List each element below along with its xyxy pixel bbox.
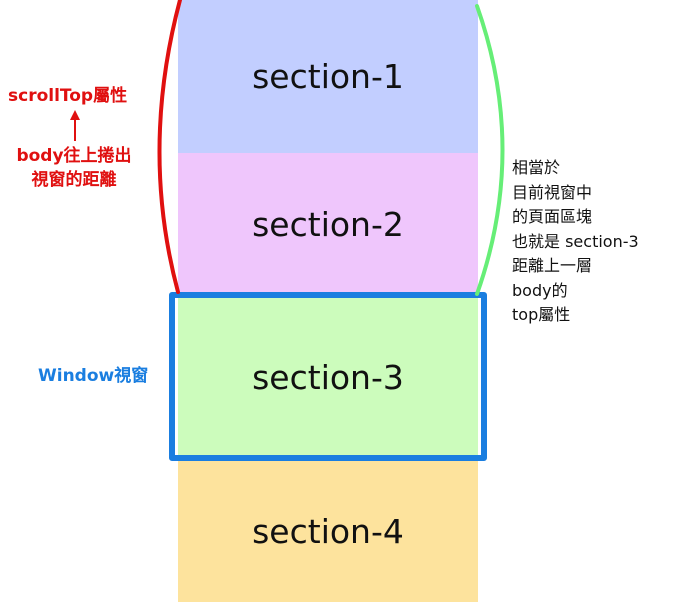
explanation-line: 也就是 section-3	[512, 231, 639, 251]
section-4-label: section-4	[252, 511, 404, 551]
body-scroll-distance-label: body往上捲出 視窗的距離	[8, 144, 140, 192]
explanation-line: 相當於	[512, 158, 561, 177]
scrolltop-label: scrollTop屬性	[8, 86, 128, 106]
section-2-label: section-2	[252, 204, 404, 244]
explanation-line: top屬性	[512, 305, 571, 324]
section-3-label: section-3	[252, 358, 404, 397]
window-viewport-label: Window視窗	[38, 366, 149, 386]
body-scroll-line-1: body往上捲出	[16, 146, 132, 166]
section-1-label: section-1	[252, 57, 404, 96]
section-3-block: section-3	[178, 295, 478, 460]
explanation-line: body的	[512, 280, 568, 300]
green-offset-brace	[475, 4, 505, 296]
explanation-line: 的頁面區塊	[512, 207, 593, 226]
explanation-line: 目前視窗中	[512, 182, 593, 202]
body-scroll-line-2: 視窗的距離	[31, 170, 117, 190]
red-scroll-brace	[157, 0, 182, 294]
section-2-block: section-2	[178, 153, 478, 295]
red-arrow-icon	[70, 110, 80, 120]
section-offset-explanation: 相當於 目前視窗中 的頁面區塊 也就是 section-3 距離上一層 body…	[512, 156, 639, 328]
explanation-line: 距離上一層	[512, 256, 593, 275]
section-4-block: section-4	[178, 460, 478, 602]
section-1-block: section-1	[178, 0, 478, 153]
